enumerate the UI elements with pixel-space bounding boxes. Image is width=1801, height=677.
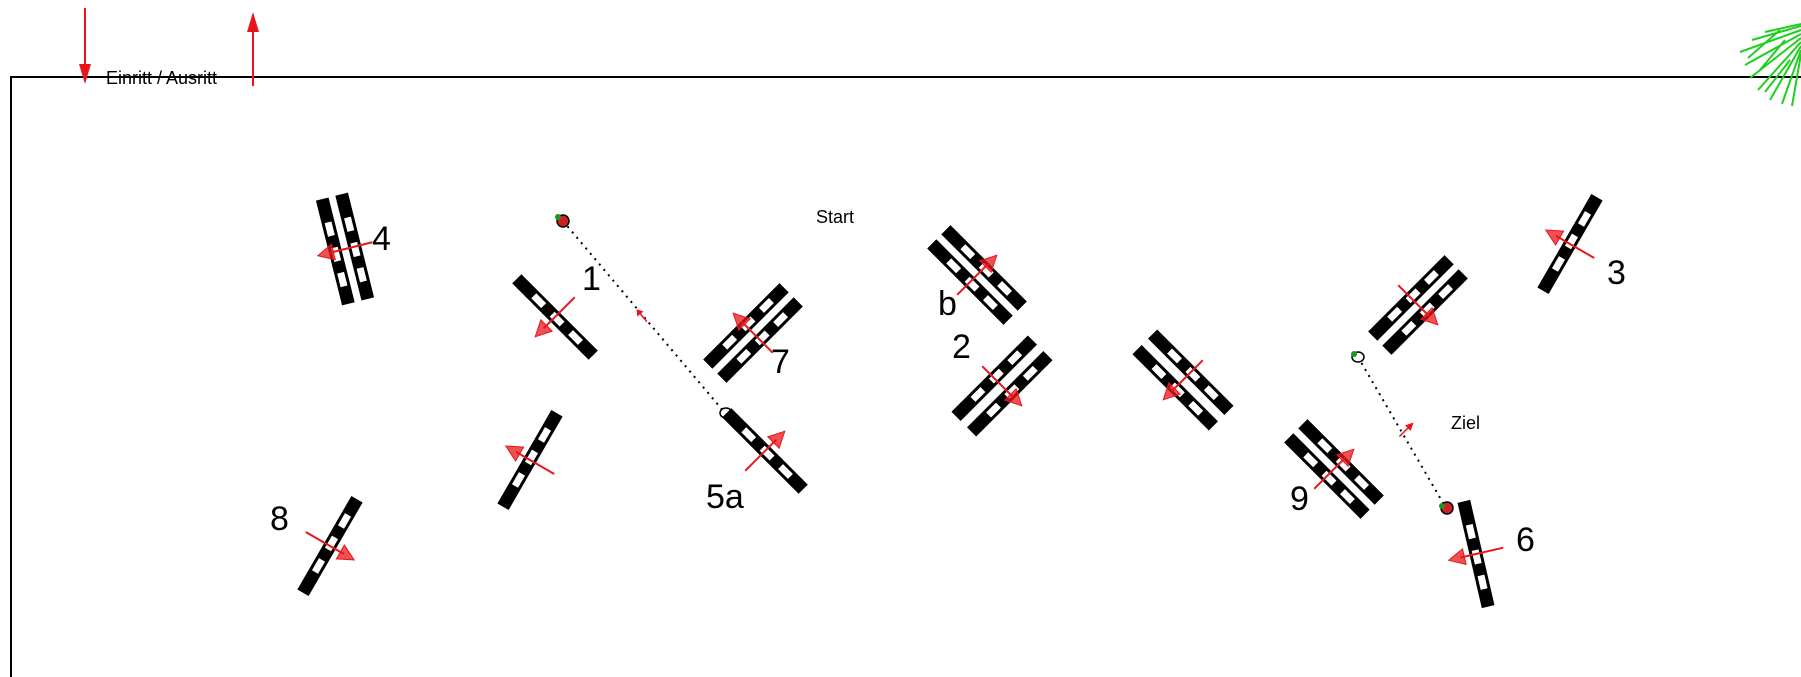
obstacle-unlabeled-center — [1132, 329, 1234, 431]
obstacle-label-b: b — [938, 285, 957, 323]
obstacle-8 — [297, 495, 363, 597]
arrow-up-icon — [247, 12, 259, 86]
obstacle-b — [927, 225, 1027, 325]
entry-exit-label: Einritt / Ausritt — [106, 68, 217, 88]
flag-post-icon — [555, 214, 570, 228]
obstacle-3 — [1537, 193, 1603, 295]
start-line — [562, 220, 726, 414]
arrow-down-icon — [79, 8, 91, 84]
obstacle-label-4: 4 — [372, 220, 391, 258]
obstacle-label-2: 2 — [952, 328, 971, 366]
obstacle-label-3: 3 — [1607, 254, 1626, 292]
obstacle-label-1: 1 — [582, 260, 601, 298]
obstacle-label-7: 7 — [771, 343, 790, 381]
obstacle-unlabeled-right — [1368, 255, 1468, 355]
flag-post-icon — [1439, 501, 1454, 515]
obstacle-label-8: 8 — [270, 500, 289, 538]
obstacle-label-6: 6 — [1516, 521, 1535, 559]
obstacle-label-5a: 5a — [706, 478, 744, 516]
start-label: Start — [816, 207, 854, 227]
start-direction-arrow — [636, 309, 648, 323]
finish-label: Ziel — [1451, 413, 1480, 433]
tree-icon — [1739, 23, 1801, 107]
obstacle-7 — [703, 283, 803, 383]
finish-line — [1357, 356, 1447, 509]
finish-direction-arrow — [1398, 422, 1414, 438]
flag-post-icon — [1351, 351, 1365, 363]
obstacle-label-9: 9 — [1290, 480, 1309, 518]
obstacle-unlabeled-left — [497, 409, 563, 511]
